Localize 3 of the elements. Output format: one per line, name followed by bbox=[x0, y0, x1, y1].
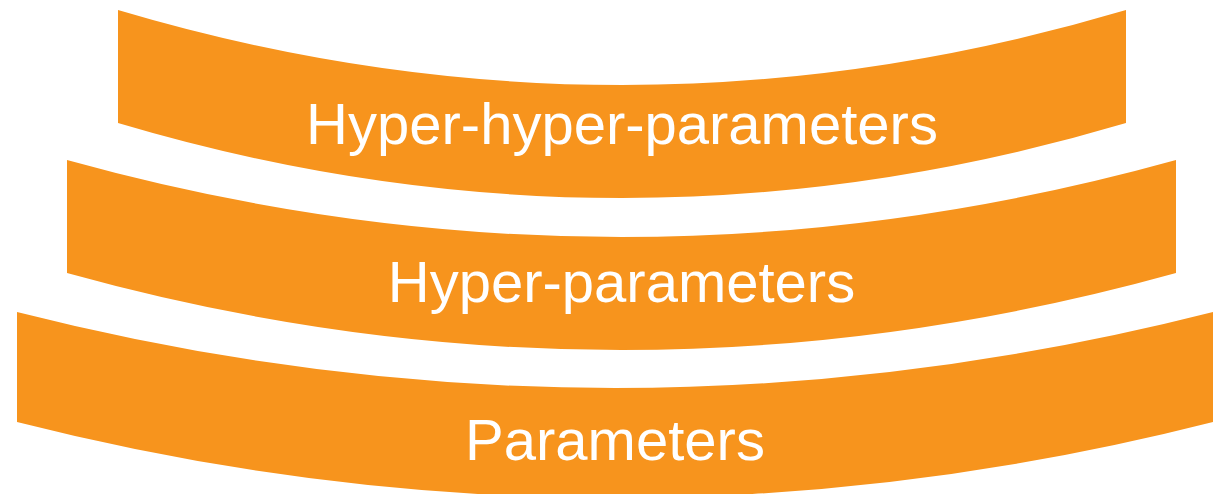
band-label: Hyper-hyper-parameters bbox=[306, 92, 938, 156]
band-label: Hyper-parameters bbox=[387, 250, 856, 314]
band-label: Parameters bbox=[465, 408, 765, 472]
